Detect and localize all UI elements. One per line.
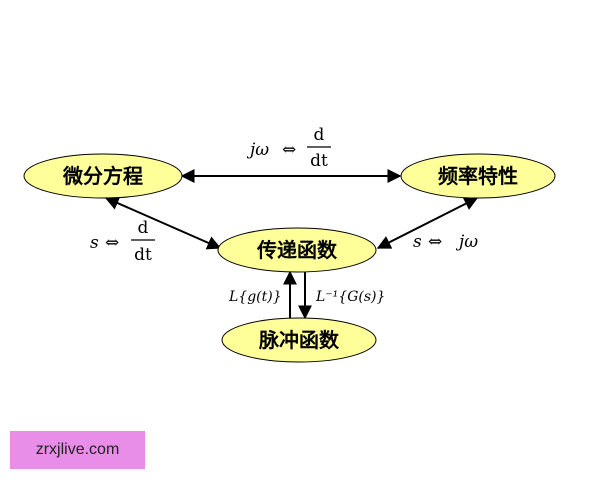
label-left: s ⇔ d dt: [90, 218, 155, 265]
label-down: L{g(t)}: [228, 289, 282, 305]
label-left-lhs: s: [90, 233, 99, 253]
label-top-lhs: jω: [246, 140, 269, 160]
label-top-den: dt: [310, 151, 328, 171]
label-top: jω ⇔ d dt: [246, 125, 331, 171]
node-label: 传递函数: [256, 238, 338, 262]
watermark-badge: zrxjlive.com: [10, 431, 145, 469]
label-right-lhs: s: [413, 232, 422, 252]
node-frequency-response: 频率特性: [400, 153, 556, 199]
node-label: 微分方程: [62, 164, 143, 188]
edge-left-double-arrow: [104, 196, 222, 250]
label-right-rhs: jω: [455, 232, 478, 252]
label-left-num: d: [138, 218, 149, 238]
label-left-rel: ⇔: [105, 233, 119, 253]
node-differential-equation: 微分方程: [23, 153, 183, 199]
node-label: 频率特性: [438, 164, 518, 188]
label-right-rel: ⇔: [428, 232, 442, 252]
label-top-rel: ⇔: [282, 140, 296, 160]
node-label: 脉冲函数: [258, 328, 340, 352]
edge-right-double-arrow: [376, 197, 479, 249]
label-top-num: d: [314, 125, 325, 145]
node-impulse-function: 脉冲函数: [221, 317, 377, 363]
label-up: L⁻¹{G(s)}: [315, 289, 385, 305]
label-right: s ⇔ jω: [413, 232, 478, 252]
label-left-den: dt: [134, 245, 152, 265]
node-transfer-function: 传递函数: [217, 227, 377, 273]
